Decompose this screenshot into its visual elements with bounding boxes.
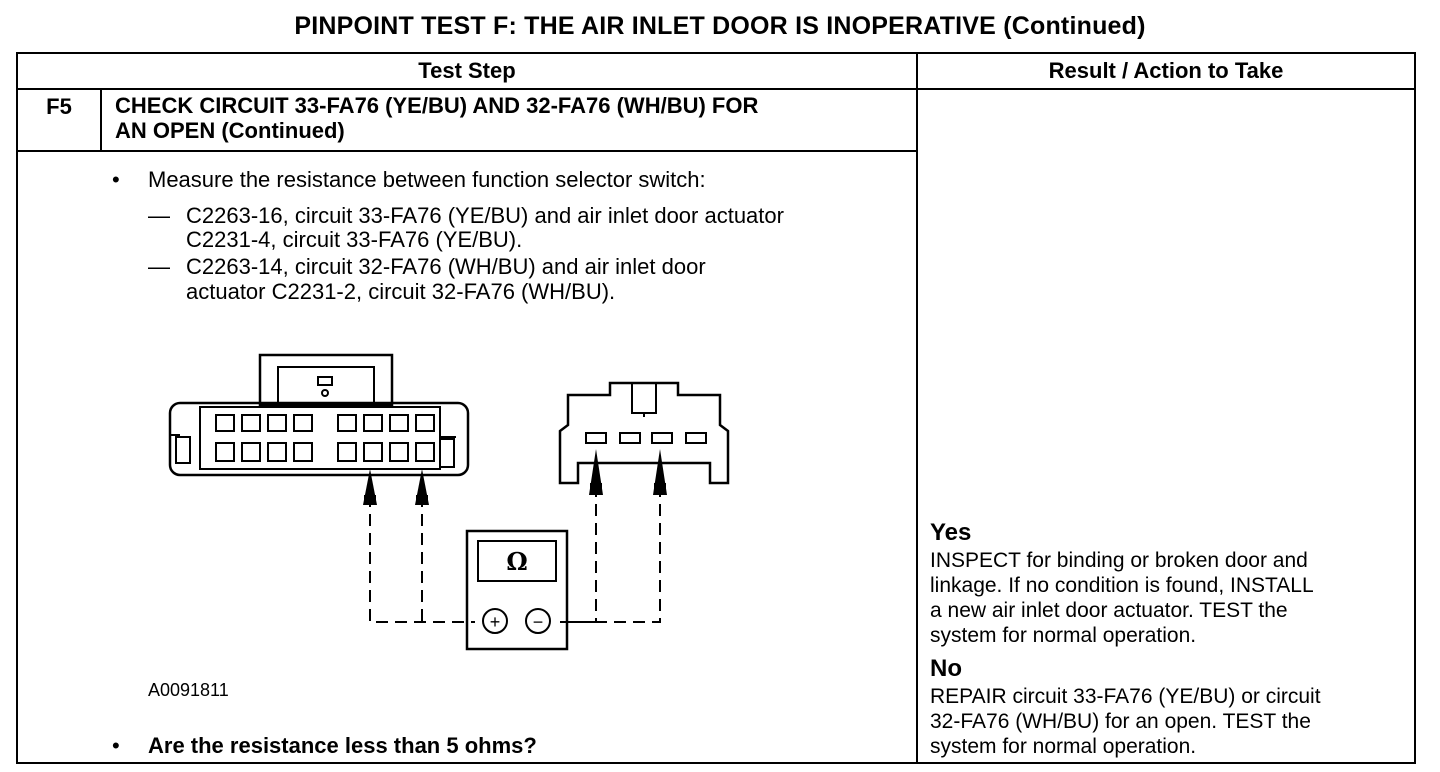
bullet-instruction: • xyxy=(112,167,120,192)
test-table xyxy=(16,52,1416,764)
sub2-dash: — xyxy=(148,254,170,279)
plus-terminal: + xyxy=(490,612,501,632)
sub1-line1: C2263-16, circuit 33-FA76 (YE/BU) and ai… xyxy=(186,203,784,228)
no-line2: 32-FA76 (WH/BU) for an open. TEST the xyxy=(930,710,1311,733)
figure-id: A0091811 xyxy=(148,680,229,700)
header-test-step: Test Step xyxy=(418,58,516,83)
step-id: F5 xyxy=(46,94,72,119)
connector-c2263 xyxy=(168,353,470,477)
no-line3: system for normal operation. xyxy=(930,735,1197,758)
probe-tips xyxy=(363,449,667,505)
no-action: REPAIR circuit 33-FA76 (YE/BU) or circui… xyxy=(930,684,1410,759)
test-leads xyxy=(369,485,661,623)
minus-terminal: − xyxy=(533,612,544,632)
ohmmeter xyxy=(465,529,569,651)
yes-line2: linkage. If no condition is found, INSTA… xyxy=(930,574,1314,597)
yes-label: Yes xyxy=(930,519,972,546)
c2263-pin-cavities xyxy=(215,414,435,462)
question-text: Are the resistance less than 5 ohms? xyxy=(148,733,537,758)
yes-line3: a new air inlet door actuator. TEST the xyxy=(930,599,1288,622)
step-id-divider xyxy=(100,88,102,152)
column-divider xyxy=(916,52,918,764)
bullet-question: • xyxy=(112,733,120,758)
yes-line4: system for normal operation. xyxy=(930,624,1197,647)
connector-diagram: Ω + − xyxy=(168,353,730,651)
yes-line1: INSPECT for binding or broken door and xyxy=(930,549,1308,572)
step-title-line1: CHECK CIRCUIT 33-FA76 (YE/BU) AND 32-FA7… xyxy=(115,93,759,118)
connector-c2231 xyxy=(558,381,730,485)
sub1-dash: — xyxy=(148,203,170,228)
sub2-line1: C2263-14, circuit 32-FA76 (WH/BU) and ai… xyxy=(186,254,706,279)
instruction-text: Measure the resistance between function … xyxy=(148,167,706,192)
no-line1: REPAIR circuit 33-FA76 (YE/BU) or circui… xyxy=(930,685,1321,708)
ohm-symbol: Ω xyxy=(506,547,527,576)
step-title-line2: AN OPEN (Continued) xyxy=(115,118,345,143)
sub2-line2: actuator C2231-2, circuit 32-FA76 (WH/BU… xyxy=(186,279,616,304)
yes-action: INSPECT for binding or broken door and l… xyxy=(930,548,1410,648)
no-label: No xyxy=(930,655,962,682)
header-divider xyxy=(16,88,1416,90)
step-title: CHECK CIRCUIT 33-FA76 (YE/BU) AND 32-FA7… xyxy=(115,93,905,143)
header-result-action: Result / Action to Take xyxy=(1048,58,1284,83)
step-title-divider xyxy=(16,150,918,152)
page-title: PINPOINT TEST F: THE AIR INLET DOOR IS I… xyxy=(294,12,1146,40)
sub1-line2: C2231-4, circuit 33-FA76 (YE/BU). xyxy=(186,227,523,252)
